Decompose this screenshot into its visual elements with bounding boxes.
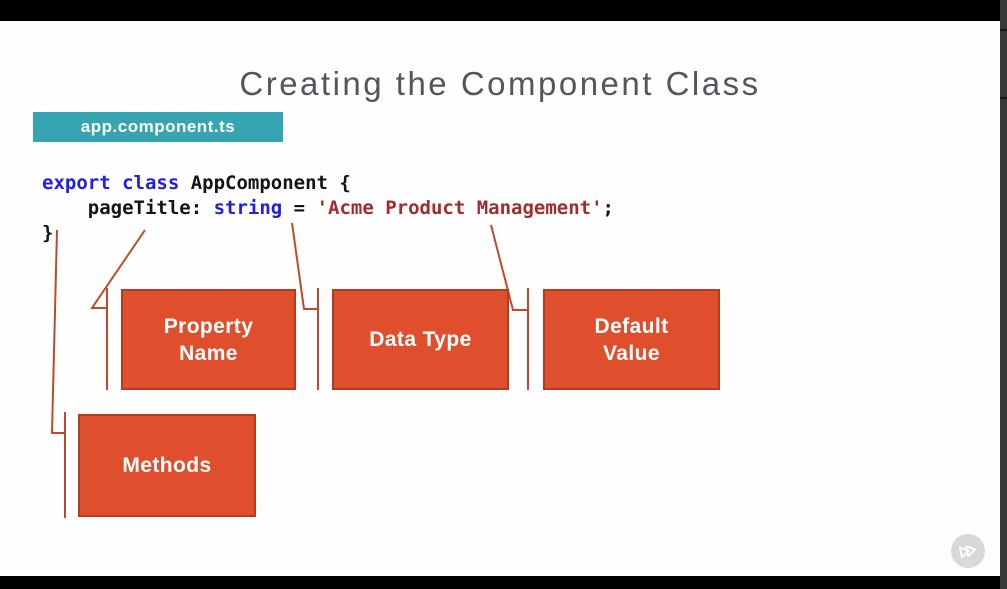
- code-type-string: string: [213, 197, 283, 219]
- code-equals: =: [282, 197, 317, 219]
- data-type-box: Data Type: [332, 289, 509, 390]
- connector-lines: [50, 222, 529, 518]
- code-property-name: pageTitle:: [42, 197, 214, 219]
- code-string-literal: 'Acme Product Management': [316, 197, 603, 219]
- slide: Creating the Component Class app.compone…: [0, 21, 1000, 576]
- data-type-box-label: Data Type: [369, 328, 472, 351]
- property-name-box: Property Name: [121, 289, 296, 390]
- default-value-box: Default Value: [543, 289, 720, 390]
- slide-title: Creating the Component Class: [239, 65, 761, 102]
- default-value-connector-diagonal: [490, 224, 527, 311]
- methods-box: Methods: [78, 414, 256, 517]
- skip-ahead-button[interactable]: [951, 534, 985, 568]
- methods-box-label: Methods: [122, 454, 212, 477]
- letterbox-bottom: [0, 576, 1000, 589]
- data-type-connector-diagonal: [291, 222, 317, 310]
- letterbox-top: [0, 0, 1000, 21]
- code-line-1: export class AppComponent {: [42, 172, 351, 194]
- scrollbar-notch: [1000, 29, 1007, 31]
- right-scrollbar-strip[interactable]: [1000, 0, 1007, 589]
- default-value-box-label: Default Value: [594, 314, 669, 365]
- file-badge: app.component.ts: [33, 112, 283, 142]
- code-block: export class AppComponent { pageTitle: s…: [42, 171, 614, 246]
- code-line-2: pageTitle: string = 'Acme Product Manage…: [42, 197, 614, 219]
- code-keyword-export-class: export class: [42, 172, 180, 194]
- scrollbar-notch: [1000, 97, 1007, 99]
- code-semicolon: ;: [602, 197, 614, 219]
- double-play-icon: [958, 545, 977, 559]
- property-name-box-label: Property Name: [163, 314, 254, 365]
- file-badge-label: app.component.ts: [80, 117, 236, 136]
- code-line-3: }: [42, 222, 54, 244]
- code-class-declaration: AppComponent {: [179, 172, 351, 194]
- methods-connector-diagonal: [50, 229, 65, 434]
- property-name-connector-diagonal: [90, 229, 146, 309]
